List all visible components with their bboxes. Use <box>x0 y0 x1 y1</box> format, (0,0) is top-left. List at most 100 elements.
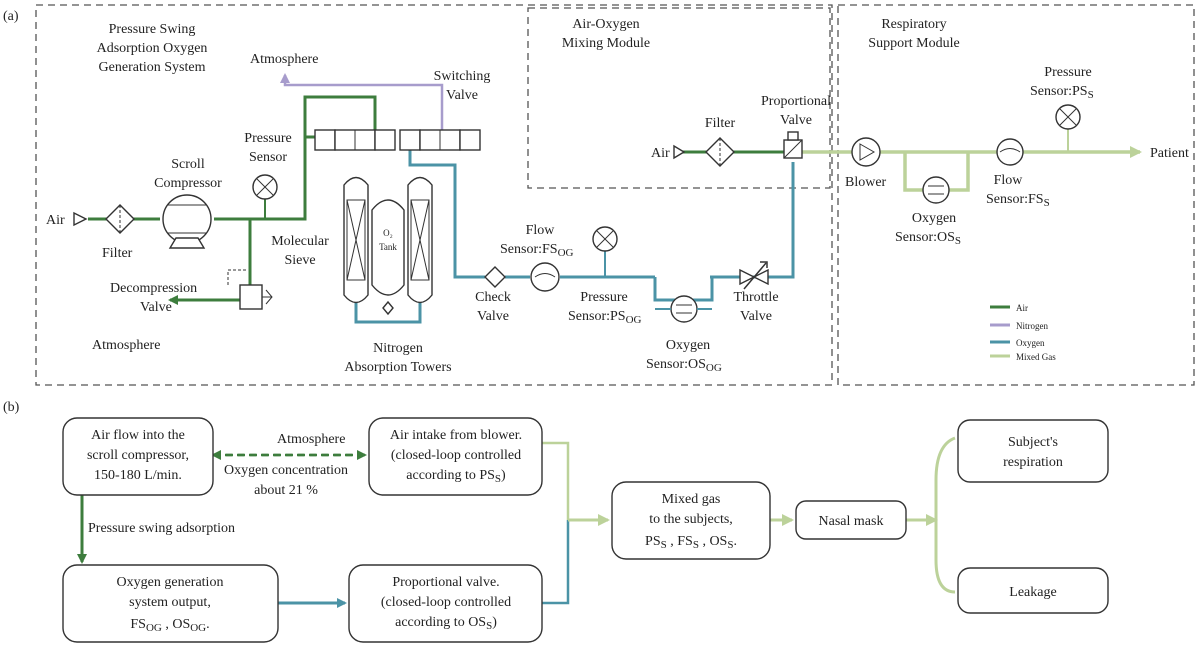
svg-text:PSS , FSS , OSS.: PSS , FSS , OSS. <box>645 534 737 551</box>
atmosphere-top-label: Atmosphere <box>250 52 318 67</box>
svg-text:Valve: Valve <box>780 113 812 128</box>
svg-text:(closed-loop controlled: (closed-loop controlled <box>391 448 521 463</box>
decompression-valve: Decompression Valve <box>110 269 273 315</box>
svg-text:Pressure: Pressure <box>580 290 627 305</box>
mixing-module-title: Air-Oxygen Mixing Module <box>562 17 650 51</box>
svg-text:Molecular: Molecular <box>271 234 329 249</box>
legend-oxygen-label: Oxygen <box>1016 338 1045 348</box>
svg-text:Valve: Valve <box>477 309 509 324</box>
nitrogen-towers-label: Nitrogen Absorption Towers <box>344 341 451 375</box>
svg-text:Sensor:FSOG: Sensor:FSOG <box>500 242 574 259</box>
nitrogen-lines <box>280 73 444 130</box>
box-nasal-mask-text: Nasal mask <box>819 514 884 529</box>
svg-text:Air flow into the: Air flow into the <box>91 428 185 443</box>
svg-text:Check: Check <box>475 290 511 305</box>
legend-nitrogen-label: Nitrogen <box>1016 321 1048 331</box>
legend-air-label: Air <box>1016 303 1028 313</box>
box-leakage <box>957 567 1109 614</box>
svg-text:Adsorption Oxygen: Adsorption Oxygen <box>97 41 208 56</box>
psa-label: Pressure swing adsorption <box>88 521 235 536</box>
flow-sensor-og: Flow Sensor:FSOG <box>500 223 574 292</box>
respiratory-module-title: Respiratory Support Module <box>868 17 959 51</box>
svg-text:(closed-loop controlled: (closed-loop controlled <box>381 595 511 610</box>
svg-text:Flow: Flow <box>994 173 1024 188</box>
atmosphere-bottom-label: Atmosphere <box>92 338 160 353</box>
svg-text:Blower: Blower <box>845 175 887 190</box>
oxygen-sensor-s: Oxygen Sensor:OSS <box>895 176 961 247</box>
box-proportional-valve-text: Proportional valve. (closed-loop control… <box>381 575 511 632</box>
svg-text:Sensor:PSS: Sensor:PSS <box>1030 84 1094 101</box>
svg-text:150-180 L/min.: 150-180 L/min. <box>94 468 182 483</box>
legend-mixed-label: Mixed Gas <box>1016 352 1056 362</box>
svg-text:Air-Oxygen: Air-Oxygen <box>572 17 639 32</box>
svg-text:Mixing Module: Mixing Module <box>562 36 650 51</box>
molecular-sieve-label: Molecular Sieve <box>271 234 329 268</box>
svg-text:Sensor:OSS: Sensor:OSS <box>895 230 961 247</box>
nitrogen-absorption-towers <box>343 176 433 316</box>
svg-text:Absorption Towers: Absorption Towers <box>344 360 451 375</box>
psa-module-box <box>35 4 833 386</box>
svg-text:O₂: O₂ <box>383 228 393 238</box>
svg-text:Throttle: Throttle <box>733 290 778 305</box>
svg-text:Proportional valve.: Proportional valve. <box>392 575 499 590</box>
pressure-sensor: Pressure Sensor <box>244 131 292 219</box>
psa-module-title: Pressure Swing Adsorption Oxygen Generat… <box>97 22 208 75</box>
svg-text:respiration: respiration <box>1003 455 1063 470</box>
svg-text:Air intake from blower.: Air intake from blower. <box>390 428 522 443</box>
svg-text:Air: Air <box>46 213 65 228</box>
svg-text:Sieve: Sieve <box>284 253 315 268</box>
check-valve: Check Valve <box>475 266 511 324</box>
svg-text:Oxygen concentration: Oxygen concentration <box>224 463 348 478</box>
box-ogs-output <box>62 564 279 643</box>
svg-text:Pressure: Pressure <box>244 131 291 146</box>
svg-text:Flow: Flow <box>526 223 556 238</box>
switching-valve: Switching Valve <box>314 69 491 151</box>
panel-b-tag: (b) <box>3 400 20 415</box>
box-nasal-mask <box>795 500 907 540</box>
air-inlet-left: Air <box>46 211 88 228</box>
pressure-sensor-og-gauge <box>592 226 618 277</box>
svg-text:Proportional: Proportional <box>761 94 831 109</box>
throttle-valve: Throttle Valve <box>733 261 779 324</box>
svg-text:Sensor:PSOG: Sensor:PSOG <box>568 309 642 326</box>
air-inlet-mix: Air <box>651 144 686 161</box>
svg-text:Sensor: Sensor <box>249 150 287 165</box>
svg-text:Tank: Tank <box>379 242 397 252</box>
box-air-flow-text: Air flow into the scroll compressor, 150… <box>87 428 189 483</box>
svg-text:Compressor: Compressor <box>154 176 222 191</box>
svg-text:Oxygen: Oxygen <box>666 338 710 353</box>
svg-text:Switching: Switching <box>434 69 491 84</box>
svg-text:according to PSS): according to PSS) <box>406 468 506 485</box>
proportional-valve: Proportional Valve <box>761 94 831 159</box>
box-proportional-valve <box>348 564 543 643</box>
svg-text:Filter: Filter <box>102 246 133 261</box>
svg-text:Generation System: Generation System <box>99 60 206 75</box>
svg-text:Pressure Swing: Pressure Swing <box>109 22 196 37</box>
flow-sensor-s: Flow Sensor:FSS <box>986 138 1050 209</box>
oxygen-sensor-og: Oxygen Sensor:OSOG <box>646 295 722 374</box>
svg-text:Decompression: Decompression <box>110 281 197 296</box>
box-air-flow <box>62 417 214 496</box>
box-mixed-gas-text: Mixed gas to the subjects, PSS , FSS , O… <box>645 492 737 551</box>
blower: Blower <box>845 137 887 190</box>
svg-text:FSOG , OSOG.: FSOG , OSOG. <box>130 617 209 634</box>
pressure-sensor-og-label: Pressure Sensor:PSOG <box>568 290 642 326</box>
svg-text:Nitrogen: Nitrogen <box>373 341 423 356</box>
svg-text:Support Module: Support Module <box>868 36 959 51</box>
svg-text:Valve: Valve <box>140 300 172 315</box>
box-mixed-gas <box>611 481 771 560</box>
scroll-compressor: Scroll Compressor <box>154 157 222 249</box>
atmosphere-label: Atmosphere <box>277 432 345 447</box>
svg-text:scroll compressor,: scroll compressor, <box>87 448 189 463</box>
box-air-intake-text: Air intake from blower. (closed-loop con… <box>390 428 522 485</box>
flow-connectors <box>77 436 956 608</box>
svg-text:about 21 %: about 21 % <box>254 483 318 498</box>
svg-text:Valve: Valve <box>740 309 772 324</box>
legend: Air Nitrogen Oxygen Mixed Gas <box>990 303 1056 362</box>
svg-text:Sensor:OSOG: Sensor:OSOG <box>646 357 722 374</box>
filter-left: Filter <box>102 204 135 261</box>
svg-text:Respiratory: Respiratory <box>881 17 946 32</box>
box-subject-respiration-text: Subject's respiration <box>1003 435 1063 470</box>
svg-text:Oxygen: Oxygen <box>912 211 956 226</box>
